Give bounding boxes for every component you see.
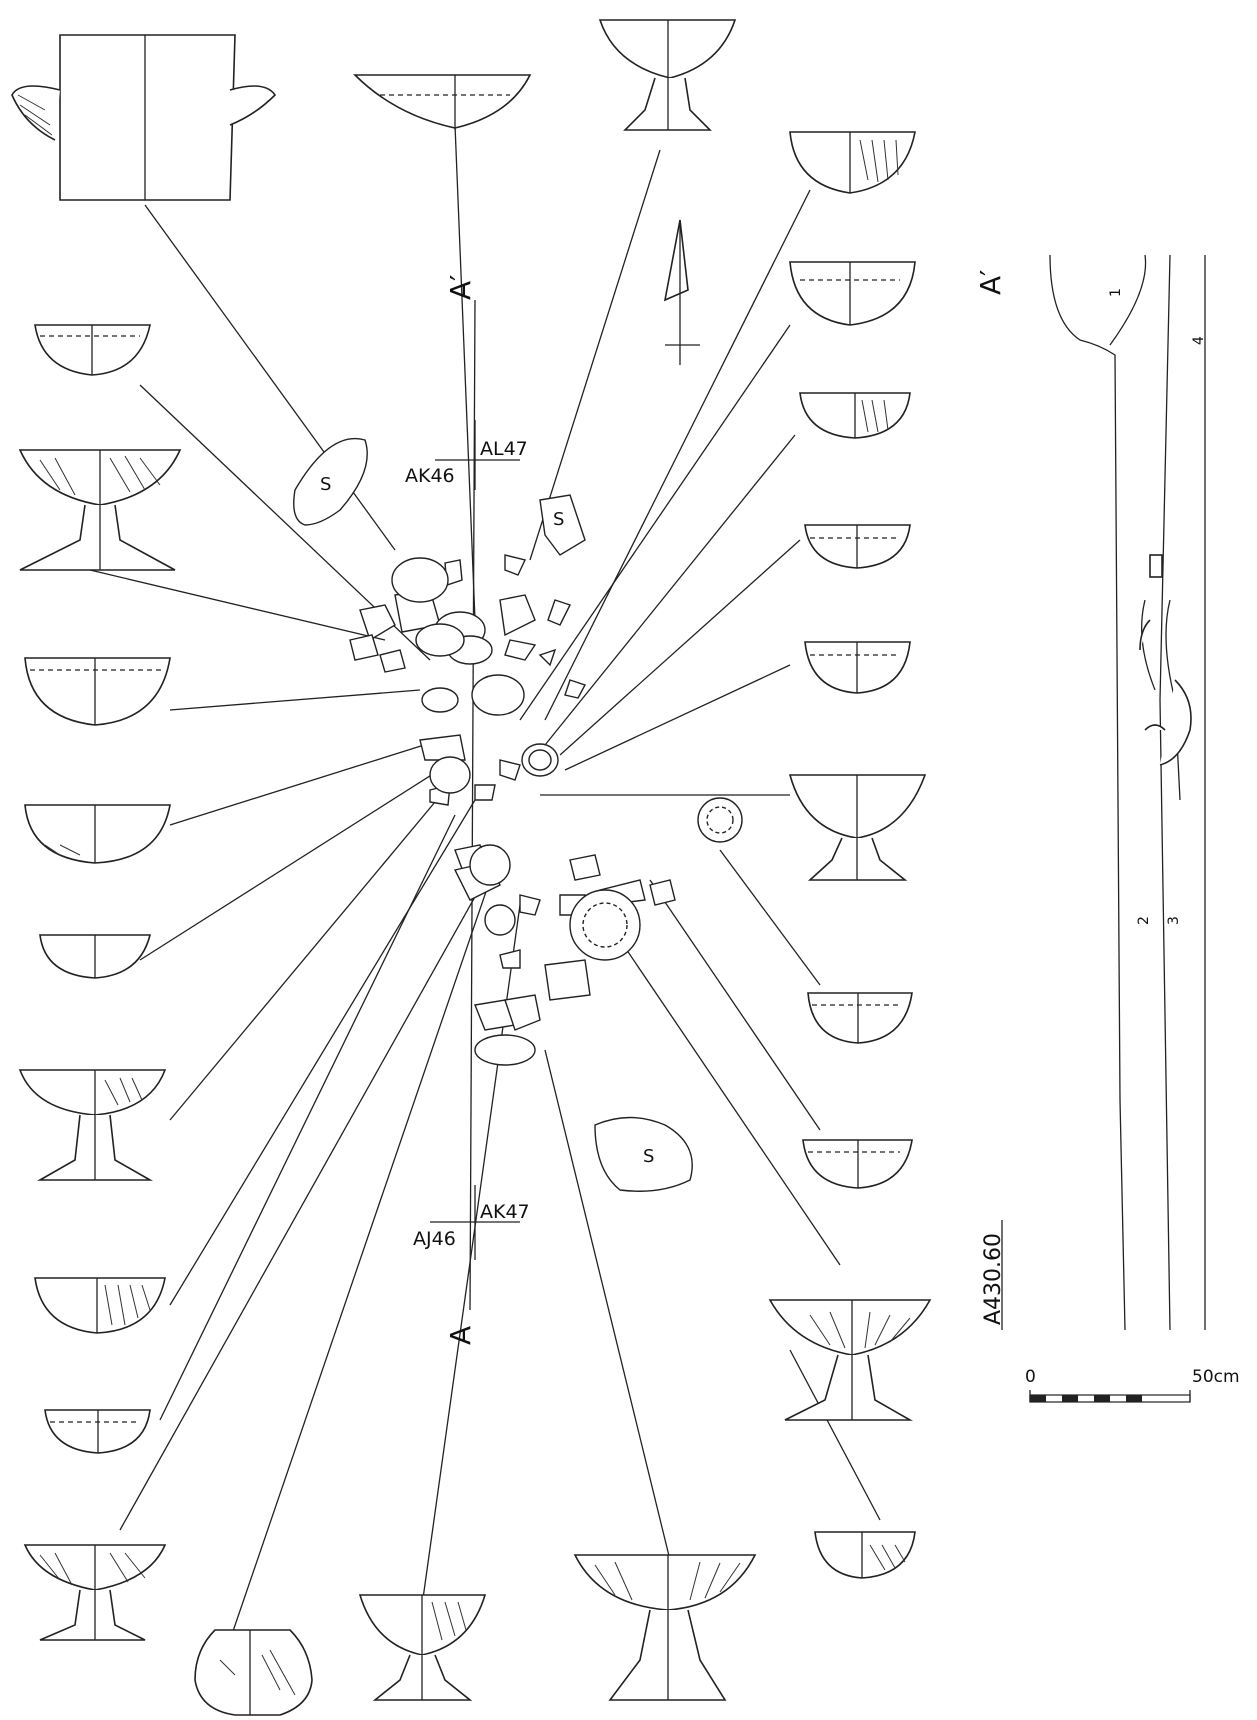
vessel-bowl-l7 [34,1277,166,1334]
vessel-plate-r6-plan [697,797,743,843]
vessel-bowl-l1 [34,324,151,376]
vessel-bowl-r1 [789,131,916,194]
vessel-dish-r9 [768,1299,932,1421]
vessel-dish-l9 [23,1544,167,1641]
scale-label-zero: 0 [1025,1367,1036,1387]
layer-label-4: 4 [1191,336,1207,345]
stone-lower: S [594,1116,693,1192]
profile-label-top: A′ [974,269,1007,295]
vessel-bowl-l5 [39,934,152,979]
sherd-scatter [349,554,676,1066]
stone-label-2: S [553,509,564,530]
vessel-dish-b3 [573,1554,757,1701]
north-arrow-icon [663,219,700,365]
vessel-cup-r6 [788,774,927,881]
vessel-bowl-r2 [789,261,916,326]
grid-label-aj46: AJ46 [413,1228,456,1250]
stone-upper: S [293,438,368,526]
vessel-bowl-r7 [807,992,913,1044]
stone-label-1: S [320,474,331,495]
vessel-bowl-r4 [804,524,911,569]
layer-label-1: 1 [1108,288,1124,297]
vessel-bowl-r10 [814,1531,916,1579]
vessel-bowl-l8 [44,1409,151,1454]
stone-label-3: S [643,1146,654,1167]
layer-label-2: 2 [1136,916,1152,925]
stone-mid: S [539,494,586,556]
section-label-top: A′ [444,274,477,300]
vessel-bowl-l3 [24,657,171,726]
vessel-pot-b1 [194,1629,313,1716]
grid-mark-lower: AK47 AJ46 [413,1185,530,1260]
vessel-dish-l2 [18,449,182,571]
grid-label-ak46: AK46 [405,465,455,487]
vessel-bowl-top-center [353,74,532,130]
grid-label-ak47: AK47 [480,1201,530,1223]
vessel-bowl-r3 [799,392,911,439]
layer-label-3: 3 [1166,916,1182,925]
vessel-bowl-r8 [802,1139,913,1189]
vessel-cup-top [598,19,737,131]
grid-label-al47: AL47 [480,438,528,460]
scale-bar: 0 50cm [1025,1367,1240,1403]
section-profile: A′ 1 4 2 3 A430.60 [974,254,1207,1331]
vessel-cup-b2 [358,1594,487,1701]
vessel-jar-top-left [11,34,277,201]
grid-mark-upper: AL47 AK46 [405,420,528,490]
vessel-bowl-r5 [804,641,911,694]
section-line: A′ A [444,274,477,1345]
vessel-dish-l6 [18,1069,167,1181]
scale-label-max: 50cm [1192,1367,1240,1387]
section-label-bottom: A [444,1326,477,1345]
vessel-bowl-l4 [24,804,171,864]
